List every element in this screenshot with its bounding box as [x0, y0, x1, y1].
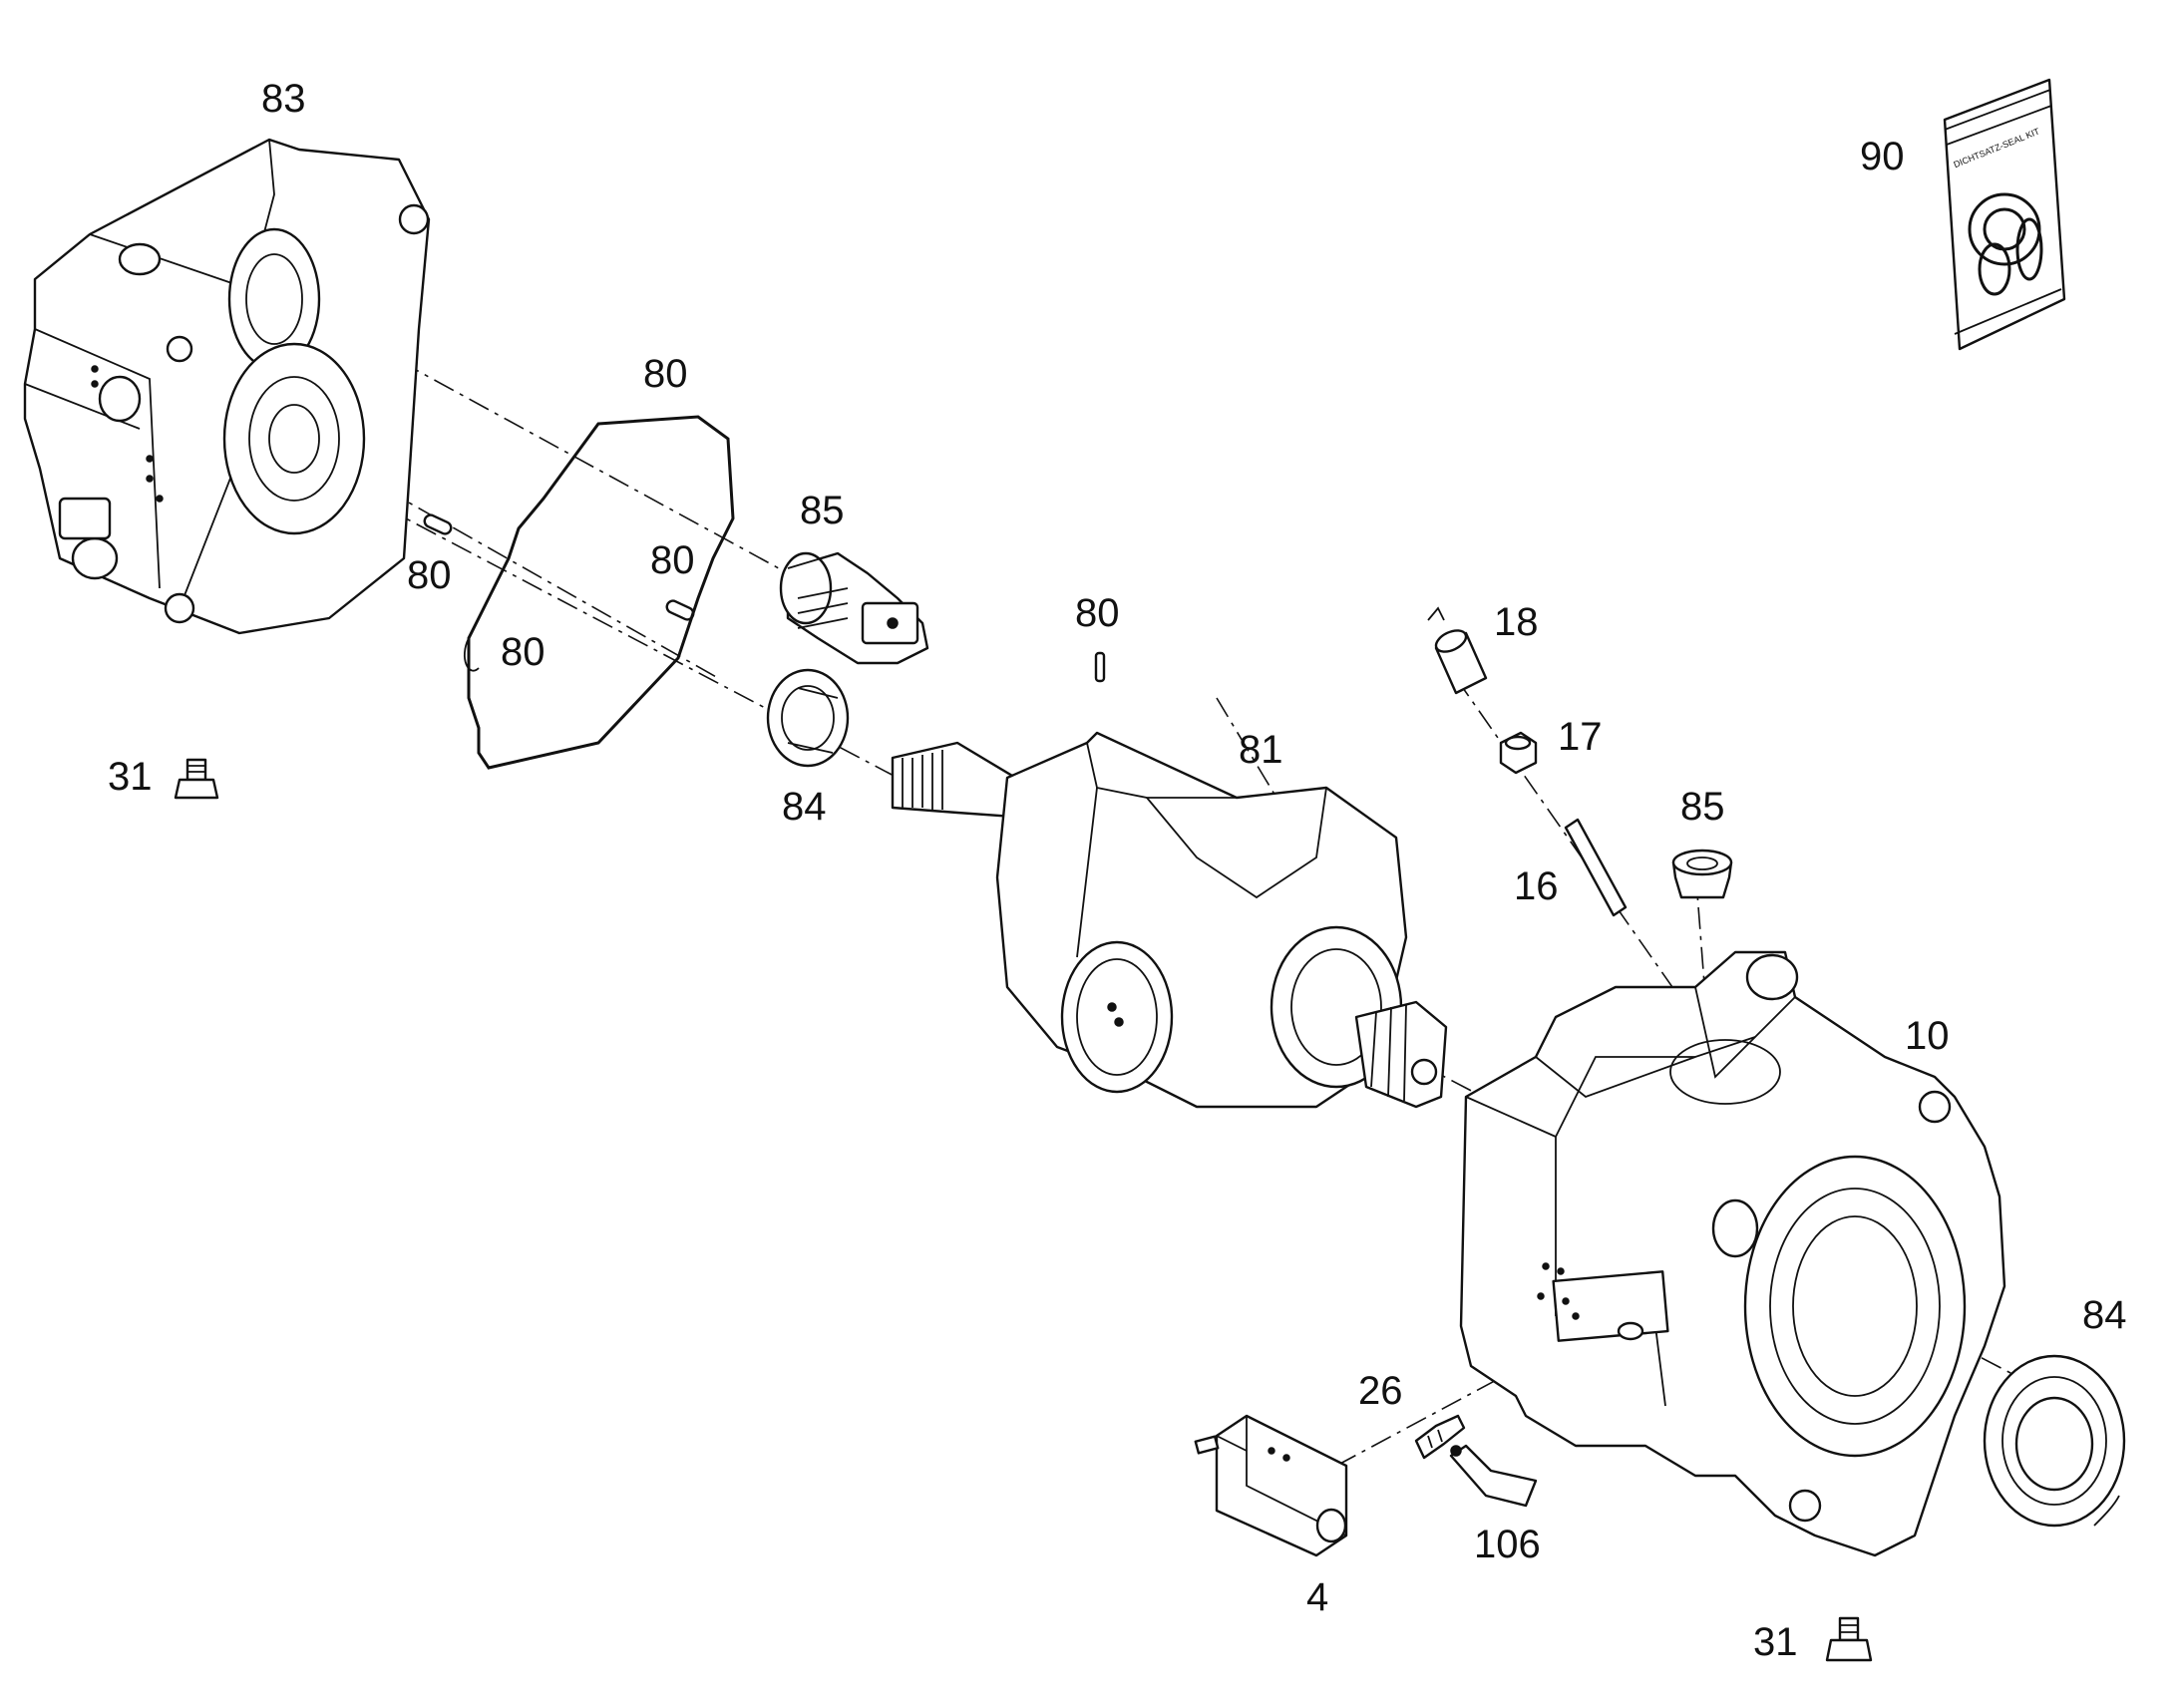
plug-screw-31-left[interactable]: [174, 758, 219, 800]
callout-85-lower: 85: [1680, 785, 1725, 829]
callout-31-right: 31: [1753, 1620, 1798, 1664]
callout-81: 81: [1239, 728, 1283, 772]
callout-16: 16: [1514, 864, 1559, 908]
bearing-ring-84-upper[interactable]: [766, 668, 850, 768]
callout-106: 106: [1474, 1523, 1541, 1566]
seal-kit-bag-90[interactable]: DICHTSATZ-SEAL KIT: [1943, 78, 2066, 351]
rod-16[interactable]: [1564, 818, 1628, 917]
port-plate-housing-83[interactable]: [23, 138, 431, 635]
pin-80-top[interactable]: [1094, 651, 1106, 683]
callout-85-upper: 85: [800, 489, 845, 532]
callout-10: 10: [1905, 1014, 1950, 1058]
callout-31-left: 31: [108, 755, 153, 799]
callout-17: 17: [1558, 715, 1603, 759]
callout-80-pin-top: 80: [1075, 591, 1120, 635]
orifice-screw-26[interactable]: [1414, 1414, 1466, 1460]
pin-80-left[interactable]: [423, 513, 453, 536]
callout-4: 4: [1306, 1575, 1328, 1619]
callout-83: 83: [261, 77, 306, 121]
callout-80-pin-left: 80: [407, 553, 452, 597]
nut-17[interactable]: [1499, 731, 1538, 775]
sealant-tube-106[interactable]: [1449, 1444, 1538, 1508]
callout-90: 90: [1860, 135, 1905, 178]
valve-block-4[interactable]: [1194, 1414, 1348, 1557]
plug-screw-31-right[interactable]: [1825, 1616, 1873, 1662]
callout-26: 26: [1358, 1369, 1403, 1413]
plug-85-lower[interactable]: [1671, 849, 1733, 899]
callout-84-lower: 84: [2082, 1293, 2127, 1337]
callout-80-pin-middle: 80: [650, 538, 695, 582]
valve-insert-85[interactable]: [779, 551, 929, 665]
callout-80-gasket: 80: [643, 352, 688, 396]
callout-80-gasket-lower: 80: [501, 630, 545, 674]
shaft-seal-84-lower[interactable]: [1983, 1354, 2126, 1528]
pilot-piston-18[interactable]: [1427, 606, 1488, 695]
callout-18: 18: [1494, 600, 1539, 644]
rotary-group-81[interactable]: [891, 731, 1448, 1109]
callout-labels: 83 80 80 80 80 80 85 85 84 84 31 31 81 1…: [108, 77, 2127, 1664]
gasket-80[interactable]: [464, 415, 735, 770]
pump-housing-10[interactable]: [1459, 950, 2006, 1557]
callout-84-upper: 84: [782, 785, 827, 829]
